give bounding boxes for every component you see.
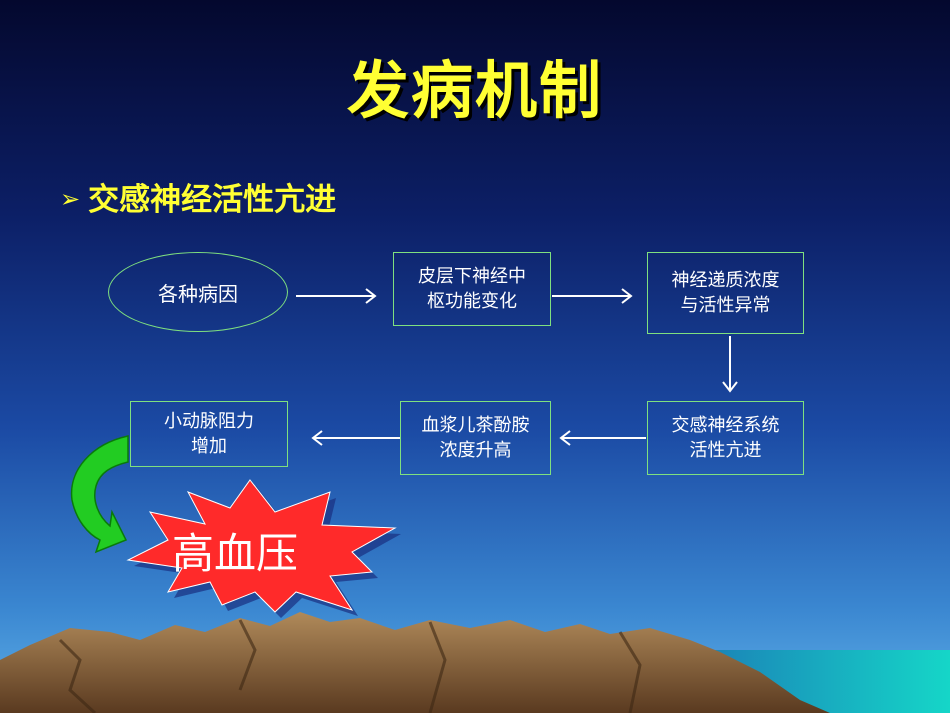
curved-arrow-icon — [70, 435, 129, 554]
bullet-text: 交感神经活性亢进 — [88, 182, 337, 218]
node-arteriole-line2: 增加 — [191, 436, 227, 457]
node-sympathetic: 交感神经系统活性亢进 — [647, 401, 804, 475]
arrow-transmitter-to-sympathetic — [722, 336, 738, 393]
arrow-sympathetic-to-catecholamine — [559, 430, 646, 446]
node-arteriole-line1: 小动脉阻力 — [164, 411, 254, 432]
node-cause: 各种病因 — [108, 252, 288, 332]
node-cortex-line1: 皮层下神经中 — [418, 266, 526, 287]
bullet-item: ➢交感神经活性亢进 — [60, 174, 336, 219]
node-sympathetic-line2: 活性亢进 — [689, 440, 762, 461]
node-transmitter-line2: 与活性异常 — [680, 295, 771, 316]
node-cortex-line2: 枢功能变化 — [427, 291, 517, 312]
burst-shape-red — [126, 479, 397, 613]
arrow-cause-to-cortex — [296, 288, 377, 304]
node-catecholamine-line2: 浓度升高 — [439, 440, 512, 461]
node-catecholamine-line1: 血浆儿茶酚胺 — [421, 415, 530, 436]
node-sympathetic-line1: 交感神经系统 — [671, 415, 780, 436]
bullet-arrow-icon: ➢ — [60, 185, 81, 213]
node-transmitter: 神经递质浓度与活性异常 — [647, 252, 804, 334]
node-catecholamine: 血浆儿茶酚胺浓度升高 — [400, 401, 551, 475]
node-transmitter-line1: 神经递质浓度 — [671, 270, 780, 291]
result-hypertension: 高血压 — [171, 529, 298, 578]
arrow-cortex-to-transmitter — [552, 288, 633, 304]
arrow-catecholamine-to-arteriole — [311, 430, 400, 446]
slide-title: 发病机制 — [346, 54, 603, 127]
node-arteriole: 小动脉阻力增加 — [130, 401, 288, 467]
node-cortex: 皮层下神经中枢功能变化 — [393, 252, 551, 326]
